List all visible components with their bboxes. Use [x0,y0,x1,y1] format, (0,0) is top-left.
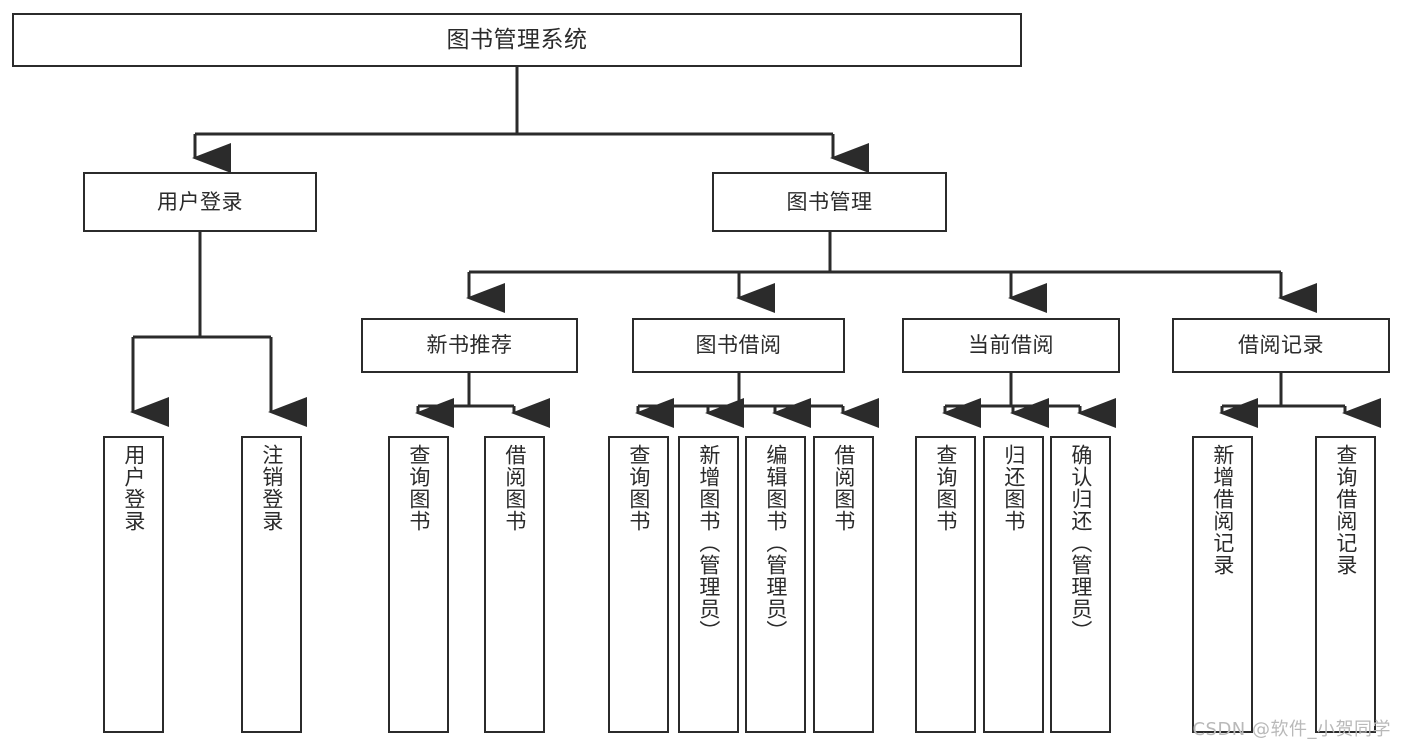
node-leaf-user-logout[interactable]: 注销登录 [241,436,302,733]
csdn-watermark: CSDN @软件_小贺同学 [1192,719,1391,740]
node-leaf-cur-query-book[interactable]: 查询图书 [915,436,976,733]
node-leaf-add-borrow-record[interactable]: 新增借阅记录 [1192,436,1253,733]
node-book-manage-label: 图书管理 [786,189,873,214]
node-user-login[interactable]: 用户登录 [83,172,317,232]
node-leaf-borrow-book-label: 借阅图书 [831,444,856,532]
node-borrow-record[interactable]: 借阅记录 [1172,318,1390,373]
edges-book-manage-to-level2 [466,232,1317,313]
node-leaf-rec-query-book-label: 查询图书 [406,444,431,532]
node-current-borrow[interactable]: 当前借阅 [902,318,1120,373]
node-leaf-borrow-query-book[interactable]: 查询图书 [608,436,669,733]
node-leaf-return-book-label: 归还图书 [1001,444,1026,532]
edges-new-book-recommend-to-leaves [415,373,550,428]
node-leaf-edit-book-admin[interactable]: 编辑图书（管理员） [745,436,806,733]
node-borrow-record-label: 借阅记录 [1238,333,1324,358]
node-leaf-borrow-query-book-label: 查询图书 [626,444,651,532]
node-leaf-rec-query-book[interactable]: 查询图书 [388,436,449,733]
node-book-manage[interactable]: 图书管理 [712,172,947,232]
node-leaf-add-book-admin[interactable]: 新增图书（管理员） [678,436,739,733]
node-leaf-user-login-label: 用户登录 [121,444,146,532]
node-leaf-query-borrow-record[interactable]: 查询借阅记录 [1315,436,1376,733]
node-leaf-rec-borrow-book-label: 借阅图书 [502,444,527,532]
edges-root-to-level1 [192,67,869,173]
node-leaf-return-book[interactable]: 归还图书 [983,436,1044,733]
node-leaf-confirm-return-label: 确认归还（管理员） [1068,444,1093,642]
node-current-borrow-label: 当前借阅 [968,333,1054,358]
node-leaf-confirm-return[interactable]: 确认归还（管理员） [1050,436,1111,733]
node-leaf-borrow-book[interactable]: 借阅图书 [813,436,874,733]
node-leaf-add-borrow-record-label: 新增借阅记录 [1210,444,1235,576]
edges-user-login-to-leaves [130,232,307,427]
edges-book-borrow-to-leaves [635,373,879,428]
node-book-borrow[interactable]: 图书借阅 [632,318,845,373]
node-leaf-query-borrow-record-label: 查询借阅记录 [1333,444,1358,576]
node-user-login-label: 用户登录 [157,189,243,214]
node-root-system[interactable]: 图书管理系统 [12,13,1022,67]
node-book-borrow-label: 图书借阅 [695,333,782,358]
node-leaf-user-logout-label: 注销登录 [259,444,284,532]
node-leaf-user-login[interactable]: 用户登录 [103,436,164,733]
edges-current-borrow-to-leaves [942,373,1116,428]
edges-borrow-record-to-leaves [1219,373,1381,428]
node-new-book-recommend-label: 新书推荐 [426,333,513,358]
node-new-book-recommend[interactable]: 新书推荐 [361,318,578,373]
node-leaf-cur-query-book-label: 查询图书 [933,444,958,532]
node-leaf-rec-borrow-book[interactable]: 借阅图书 [484,436,545,733]
node-leaf-add-book-admin-label: 新增图书（管理员） [696,444,721,642]
node-root-system-label: 图书管理系统 [446,26,588,53]
node-leaf-edit-book-admin-label: 编辑图书（管理员） [763,444,788,642]
